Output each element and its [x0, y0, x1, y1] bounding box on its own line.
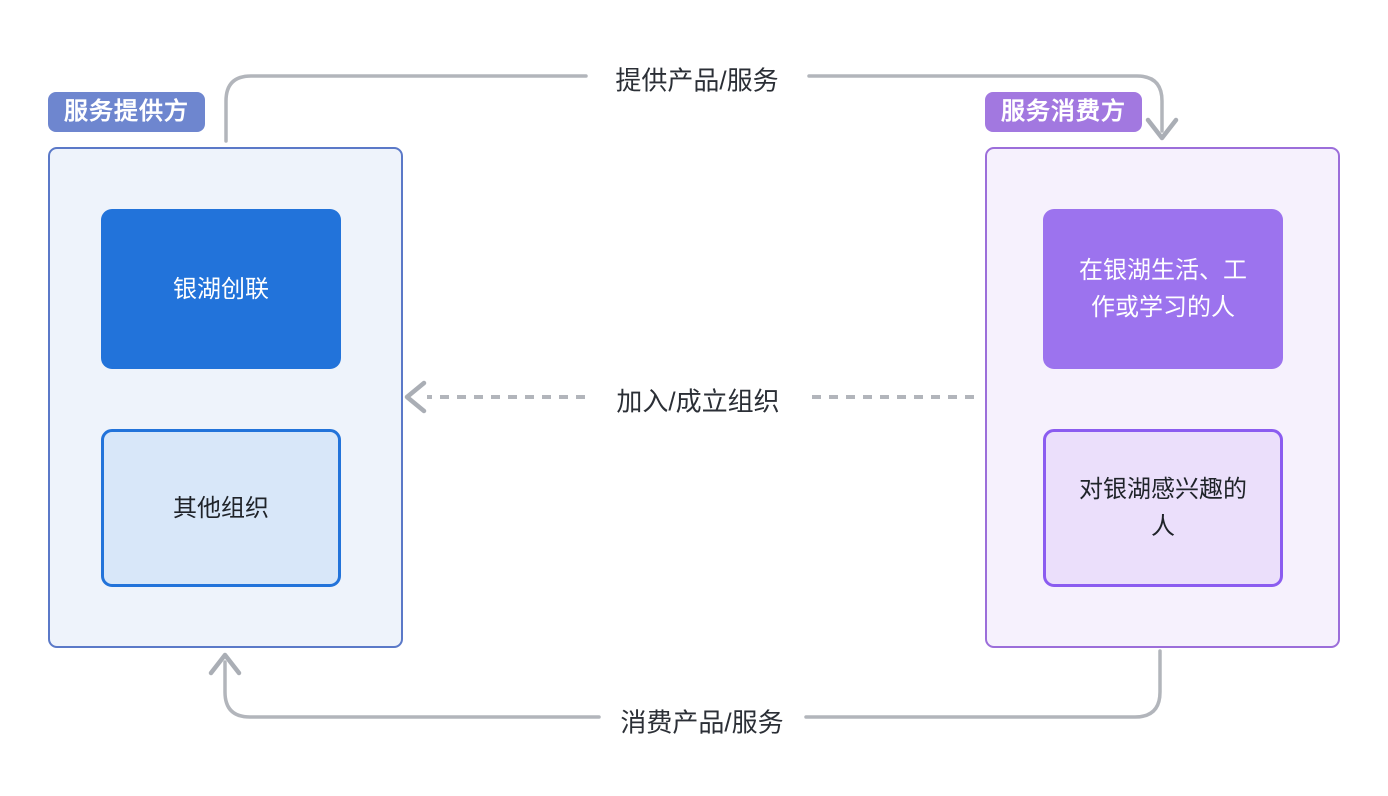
- node-label: 银湖创联: [173, 275, 269, 303]
- edge-label-join: 加入/成立组织: [610, 381, 786, 419]
- arrow-left-icon: [404, 380, 427, 414]
- arrow-down-icon: [1145, 117, 1179, 141]
- edge-provide-products[interactable]: [224, 74, 1179, 143]
- edge-label-consume: 消费产品/服务: [614, 702, 790, 740]
- edge-provide-left-segment: [224, 74, 588, 143]
- edge-consume-products[interactable]: [208, 649, 1162, 719]
- node-people-in-yinhu[interactable]: 在银湖生活、工作或学习的人: [1043, 209, 1283, 369]
- provider-badge[interactable]: 服务提供方: [48, 92, 205, 132]
- node-label: 其他组织: [173, 494, 269, 522]
- node-label: 对银湖感兴趣的人: [1079, 476, 1247, 540]
- edge-join-org[interactable]: [404, 380, 974, 414]
- edge-label-provide: 提供产品/服务: [609, 60, 785, 98]
- edge-provide-right-segment: [807, 74, 1164, 133]
- node-other-orgs[interactable]: 其他组织: [101, 429, 341, 587]
- node-yinhu-chuanglian[interactable]: 银湖创联: [101, 209, 341, 369]
- node-label: 在银湖生活、工作或学习的人: [1079, 257, 1247, 321]
- consumer-badge[interactable]: 服务消费方: [985, 92, 1142, 132]
- arrow-up-icon: [208, 652, 242, 676]
- node-people-interested[interactable]: 对银湖感兴趣的人: [1043, 429, 1283, 587]
- edge-consume-left-segment: [223, 660, 601, 719]
- edge-consume-right-segment: [804, 649, 1162, 719]
